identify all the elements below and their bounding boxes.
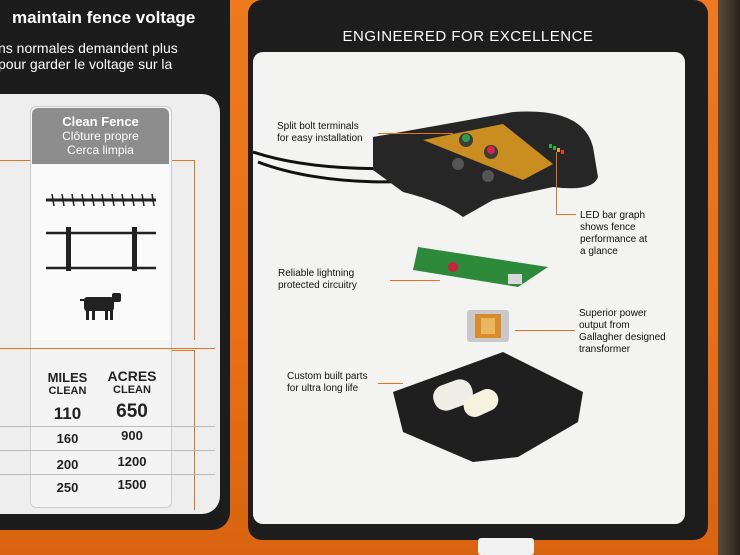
miles-row-4: 250 (56, 480, 79, 495)
table-row-sep-3 (0, 474, 215, 475)
callout-led: LED bar graph shows fence performance at… (580, 210, 648, 257)
miles-row-2: 160 (56, 431, 79, 446)
callout-terminals: Split bolt terminals for easy installati… (277, 121, 363, 144)
clean-fence-title-fr: Clôture propre (62, 129, 139, 143)
table-row-sep-1 (0, 426, 215, 427)
left-divider (0, 348, 215, 349)
leader-power (515, 330, 575, 331)
miles-label: MILES (47, 370, 88, 385)
engineered-title: ENGINEERED FOR EXCELLENCE (342, 28, 594, 45)
leader-led-h (556, 214, 576, 215)
callout-lightning: Reliable lightning protected circuitry (278, 268, 357, 291)
box-edge-shadow (718, 0, 740, 555)
acres-header: ACRES CLEAN (102, 368, 162, 396)
box-bottom-label (478, 538, 534, 555)
leader-terminals (378, 133, 453, 134)
miles-sub-label: CLEAN (48, 385, 87, 397)
acres-row-4: 1500 (117, 477, 147, 492)
acres-sub-label: CLEAN (113, 384, 151, 396)
callout-power: Superior power output from Gallagher des… (579, 308, 666, 355)
leader-parts (378, 383, 403, 384)
left-heading: maintain fence voltage (12, 8, 196, 27)
clean-fence-title-es: Cerca limpia (67, 143, 134, 157)
callout-parts: Custom built parts for ultra long life (287, 371, 368, 394)
orange-bracket-top (170, 160, 194, 161)
miles-row-3: 200 (56, 457, 79, 472)
left-french-line-2: pour garder le voltage sur la (0, 56, 173, 72)
fence-and-cow-icon (46, 193, 156, 320)
leader-lightning (390, 280, 440, 281)
orange-bracket-bottom-v (194, 350, 195, 510)
acres-row-2: 900 (121, 428, 143, 443)
clean-fence-header: Clean Fence Clôture propre Cerca limpia (32, 108, 169, 164)
clean-fence-illustration (32, 165, 169, 340)
miles-row-1: 110 (53, 404, 82, 423)
miles-header: MILES CLEAN (40, 370, 95, 397)
left-french-line-1: ns normales demandent plus (0, 40, 178, 56)
orange-bracket-left (0, 160, 30, 161)
clean-fence-title-en: Clean Fence (62, 114, 139, 129)
energizer-exploded-diagram (253, 111, 598, 462)
leader-led-v (556, 152, 557, 214)
acres-row-3: 1200 (117, 454, 147, 469)
acres-row-1: 650 (116, 401, 148, 422)
acres-label: ACRES (107, 368, 157, 384)
orange-bracket-top-v (194, 160, 195, 340)
table-row-sep-2 (0, 450, 215, 451)
orange-bracket-bottom (170, 350, 194, 351)
